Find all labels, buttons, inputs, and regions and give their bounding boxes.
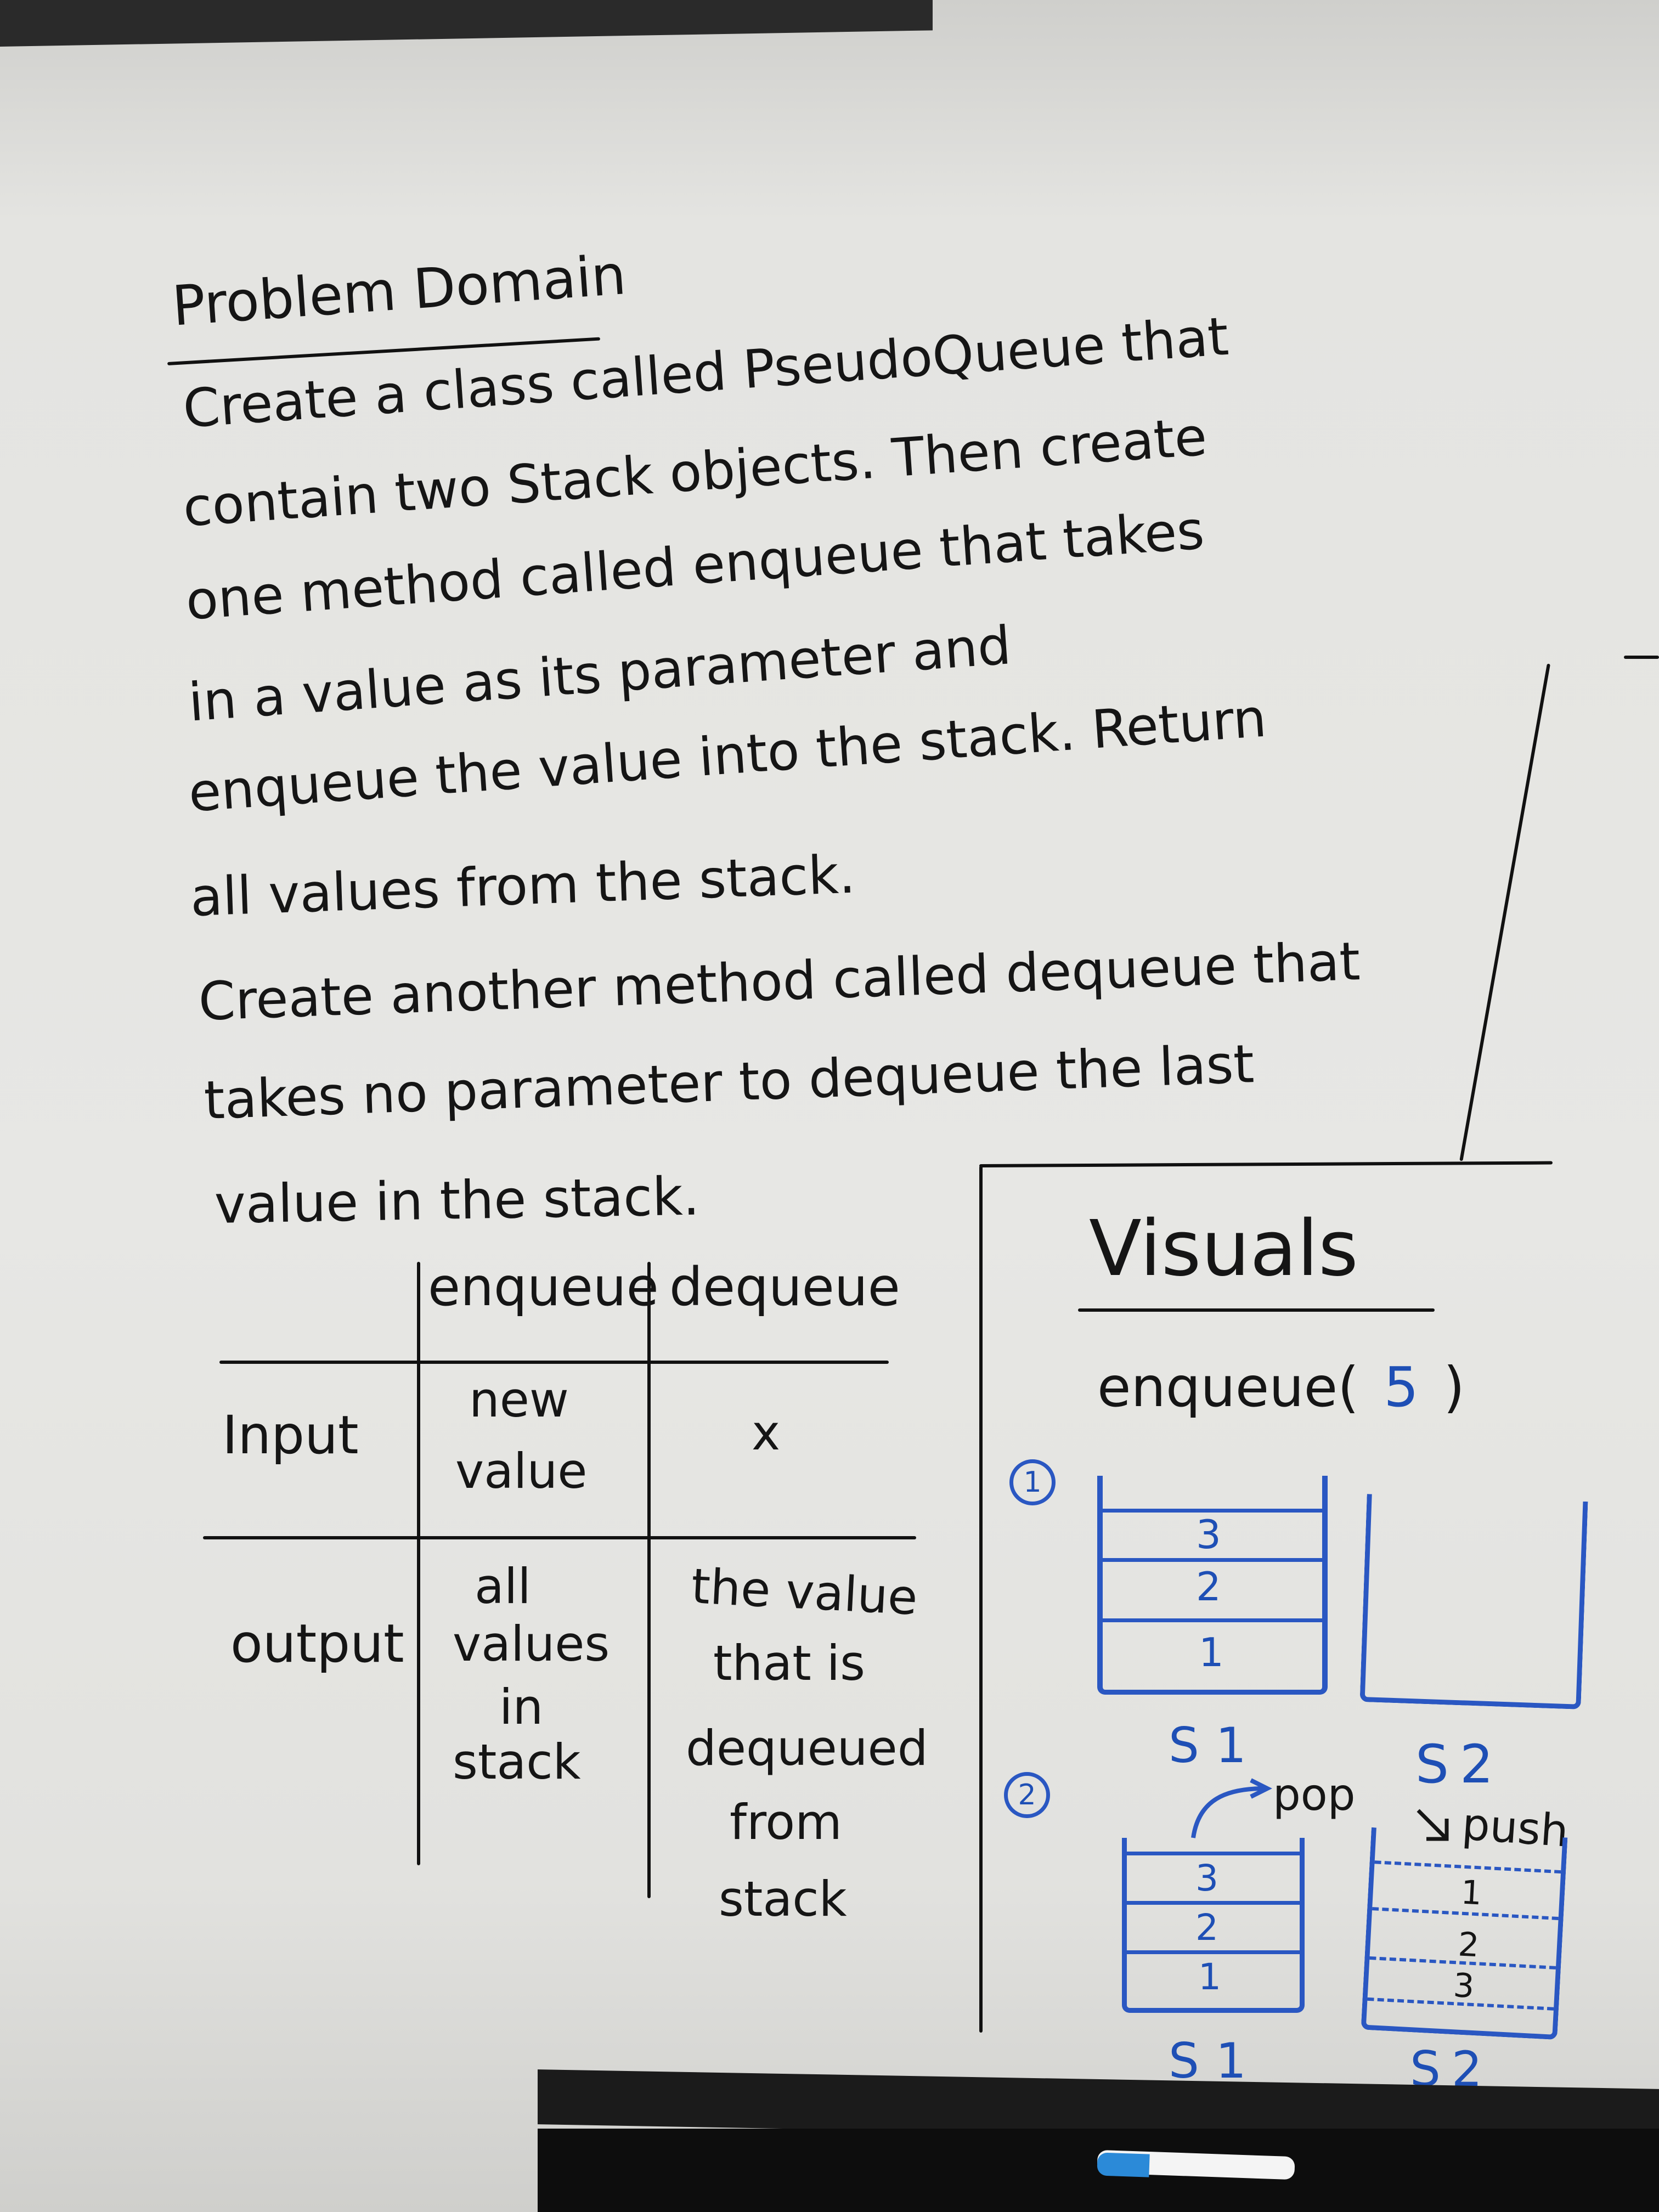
stack-cell-line	[1127, 1852, 1300, 1855]
table-cell-text: that is	[713, 1635, 865, 1691]
visuals-divider	[979, 1166, 983, 2033]
stack-cell-line	[1127, 1950, 1300, 1954]
description-line: all values from the stack.	[189, 843, 856, 928]
stack-value: 3	[1452, 1966, 1475, 2006]
stack-s2-step1	[1359, 1494, 1588, 1709]
enqueue-call-prefix: enqueue(	[1097, 1355, 1359, 1419]
description-line: takes no parameter to dequeue the last	[203, 1033, 1255, 1131]
stack-label-s1: S1	[1169, 2033, 1263, 2089]
step-1-marker: 1	[1009, 1459, 1056, 1505]
description-box-bottom	[979, 1161, 1553, 1167]
table-cell-text: stack	[719, 1871, 847, 1927]
table-cell-text: x	[752, 1404, 781, 1461]
stack-value: 1	[1199, 1629, 1224, 1675]
stack-s1-step1: 3 2 1	[1097, 1476, 1328, 1695]
stack-value: 2	[1196, 1564, 1221, 1610]
table-header-divider	[219, 1361, 889, 1364]
stack-value: 1	[1460, 1873, 1483, 1913]
stack-value: 2	[1457, 1925, 1480, 1965]
visuals-title: Visuals	[1089, 1204, 1358, 1294]
visuals-underline	[1078, 1308, 1435, 1312]
push-arrow-icon	[1417, 1809, 1449, 1841]
table-cell-text: the value	[690, 1558, 919, 1626]
enqueue-call-arg: 5	[1384, 1355, 1419, 1419]
marker-cap	[1097, 2152, 1150, 2177]
table-cell-text: dequeued	[686, 1720, 928, 1776]
stack-label-s1: S1	[1169, 1717, 1263, 1774]
table-cell-text: in	[499, 1679, 544, 1735]
stack-s2-step2: 1 2 3	[1361, 1827, 1568, 2040]
description-line: value in the stack.	[214, 1165, 701, 1235]
heading: Problem Domain	[170, 242, 628, 338]
stack-s1-step2: 3 2 1	[1122, 1838, 1305, 2013]
enqueue-call-suffix: )	[1443, 1355, 1465, 1419]
table-row-divider	[203, 1536, 916, 1539]
step-2-marker: 2	[1004, 1772, 1050, 1818]
table-row-output: output	[230, 1613, 404, 1674]
table-col-divider-1	[417, 1262, 420, 1865]
description-box-top-right	[1624, 656, 1659, 659]
stack-value: 3	[1195, 1857, 1218, 1899]
table-row-input: Input	[222, 1404, 359, 1466]
table-col-enqueue: enqueue	[428, 1256, 659, 1318]
table-col-dequeue: dequeue	[669, 1256, 900, 1318]
stack-value: 1	[1198, 1956, 1221, 1998]
pop-label: pop	[1273, 1769, 1356, 1820]
table-cell-text: new	[469, 1372, 569, 1428]
whiteboard-frame-top	[0, 0, 933, 47]
description-line: Create another method called dequeue tha…	[198, 930, 1361, 1032]
description-box-right	[1459, 663, 1550, 1161]
table-cell-text: from	[730, 1794, 842, 1850]
stack-dashed-line	[1374, 1860, 1561, 1874]
stack-cell-line	[1103, 1618, 1322, 1622]
enqueue-call: enqueue( 5 )	[1097, 1355, 1465, 1419]
stack-cell-line	[1103, 1509, 1322, 1513]
stack-value: 3	[1196, 1511, 1221, 1558]
table-cell-text: values	[453, 1616, 610, 1672]
pop-arrow-icon	[1191, 1778, 1272, 1838]
stack-value: 2	[1195, 1906, 1218, 1949]
table-cell-text: all	[475, 1558, 531, 1615]
table-cell-text: stack	[453, 1734, 581, 1790]
stack-cell-line	[1127, 1901, 1300, 1905]
stack-cell-line	[1103, 1558, 1322, 1562]
table-col-divider-2	[647, 1262, 651, 1898]
table-cell-text: value	[455, 1443, 588, 1499]
stack-label-s2: S2	[1415, 1734, 1505, 1795]
